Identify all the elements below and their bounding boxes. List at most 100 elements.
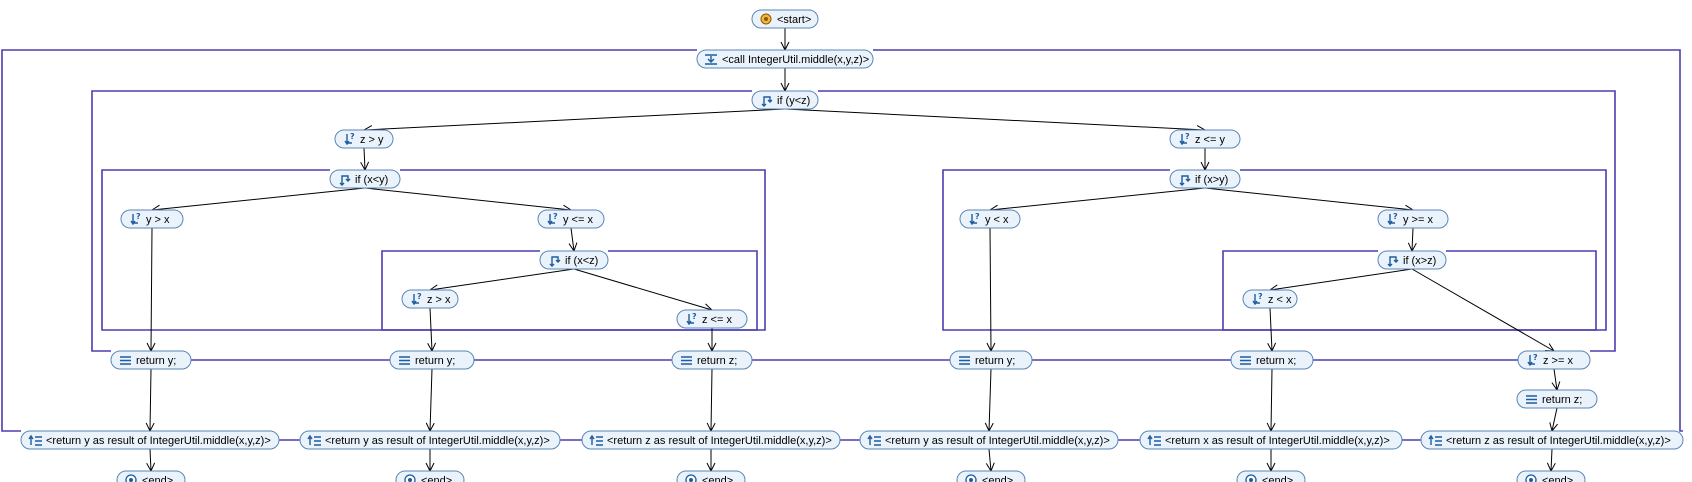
- svg-text:?: ?: [1393, 212, 1398, 221]
- node-box: [1230, 350, 1314, 370]
- flow-edge-cond_z_lt_x-to-ret5: [1270, 307, 1272, 351]
- node-label: <return y as result of IntegerUtil.middl…: [885, 435, 1110, 447]
- node-end1[interactable]: <end>: [116, 470, 186, 482]
- node-end4[interactable]: <end>: [956, 470, 1026, 482]
- flow-edge-if_x_lt_y-to-cond_y_le_x: [364, 187, 571, 210]
- node-if-y-lt-z[interactable]: if (y<z): [751, 90, 819, 110]
- branch-icon: [761, 96, 773, 107]
- node-if-x-gt-y[interactable]: if (x>y): [1169, 169, 1241, 189]
- node-ret2[interactable]: return y;: [389, 350, 475, 370]
- statement-icon: [681, 356, 692, 365]
- node-if-x-gt-z[interactable]: if (x>z): [1377, 250, 1447, 270]
- node-ret6[interactable]: return z;: [1516, 389, 1598, 409]
- node-cond-z-le-x[interactable]: ?z <= x: [676, 309, 748, 329]
- node-cond-z-lt-x[interactable]: ? z < x: [1242, 289, 1298, 309]
- node-cond-y-lt-x[interactable]: ?y < x: [959, 209, 1021, 229]
- end-icon: [1525, 474, 1537, 482]
- node-cond-y-le-x[interactable]: ? y <= x: [537, 209, 605, 229]
- edges-layer: [150, 28, 1557, 471]
- svg-text:?: ?: [417, 292, 422, 301]
- flow-edge-if_y_lt_z-to-cond_z_gt_y: [364, 108, 786, 130]
- flow-edge-ret4-to-res4: [989, 368, 991, 431]
- flow-edge-cond_y_ge_x-to-if_x_gt_z: [1412, 227, 1413, 251]
- node-cond-z-gt-y[interactable]: ?z > y: [334, 129, 394, 149]
- node-cond-z-gt-x[interactable]: ? z > x: [401, 289, 459, 309]
- return-icon: [867, 434, 881, 446]
- node-label: <end>: [1542, 475, 1573, 482]
- node-if-x-lt-y[interactable]: if (x<y): [329, 169, 401, 189]
- node-label: <return z as result of IntegerUtil.middl…: [607, 435, 832, 447]
- node-end6[interactable]: <end>: [1516, 470, 1586, 482]
- node-box: [1420, 430, 1684, 450]
- node-label: y >= x: [1403, 214, 1433, 226]
- statement-icon: [120, 356, 131, 365]
- node-label: z < x: [1268, 294, 1292, 306]
- end-icon: [685, 474, 697, 482]
- node-call[interactable]: <call IntegerUtil.middle(x,y,z)>: [696, 49, 874, 69]
- node-box: [676, 309, 748, 329]
- condition-icon: ?: [411, 292, 422, 306]
- node-box: [1169, 129, 1241, 149]
- node-box: [859, 430, 1119, 450]
- node-label: y <= x: [563, 214, 593, 226]
- node-res1[interactable]: <return y as result of IntegerUtil.middl…: [20, 430, 280, 450]
- node-box: [1169, 169, 1241, 189]
- flow-edge-cond_y_lt_x-to-ret4: [990, 227, 991, 351]
- node-label: y > x: [146, 214, 170, 226]
- node-label: <return z as result of IntegerUtil.middl…: [1446, 435, 1671, 447]
- node-res4[interactable]: <return y as result of IntegerUtil.middl…: [859, 430, 1119, 450]
- condition-icon: ?: [686, 312, 697, 326]
- nodes-layer: <start> <call IntegerUtil.middle(x,y,z)> i…: [20, 9, 1684, 482]
- condition-icon: ?: [1179, 132, 1190, 146]
- node-label: return y;: [975, 355, 1015, 367]
- node-cond-y-ge-x[interactable]: ? y >= x: [1377, 209, 1449, 229]
- end-icon: [965, 474, 977, 482]
- node-ret3[interactable]: return z;: [671, 350, 753, 370]
- svg-text:?: ?: [692, 312, 697, 321]
- node-res6[interactable]: <return z as result of IntegerUtil.middl…: [1420, 430, 1684, 450]
- node-cond-z-le-y[interactable]: ? z <= y: [1169, 129, 1241, 149]
- frame-if-x-gt-z: [1222, 250, 1597, 331]
- node-ret4[interactable]: return y;: [949, 350, 1033, 370]
- frames-layer: [1, 49, 1683, 441]
- svg-text:?: ?: [350, 132, 355, 141]
- node-cond-z-ge-x[interactable]: ?z >= x: [1517, 350, 1591, 370]
- node-ret5[interactable]: return x;: [1230, 350, 1314, 370]
- condition-icon: ?: [1527, 353, 1538, 367]
- node-cond-y-gt-x[interactable]: ? y > x: [120, 209, 184, 229]
- node-label: z > x: [427, 294, 451, 306]
- node-label: z <= y: [1195, 134, 1225, 146]
- outer-loop-frame: [1, 49, 1683, 432]
- end-icon: [125, 474, 137, 482]
- node-ret1[interactable]: return y;: [110, 350, 192, 370]
- branch-icon: [1179, 175, 1191, 186]
- statement-icon: [1240, 356, 1251, 365]
- flow-edge-cond_z_ge_x-to-ret6: [1554, 368, 1557, 390]
- flow-edge-ret2-to-res2: [430, 368, 432, 431]
- statement-icon: [399, 356, 410, 365]
- frame-if-x-lt-z: [381, 250, 758, 331]
- node-box: [299, 430, 561, 450]
- flow-edge-res1-to-end1: [150, 448, 151, 471]
- node-res3[interactable]: <return z as result of IntegerUtil.middl…: [581, 430, 841, 450]
- node-start[interactable]: <start>: [751, 9, 819, 29]
- condition-icon: ?: [1252, 292, 1263, 306]
- node-end2[interactable]: <end>: [395, 470, 465, 482]
- branch-icon: [549, 256, 561, 267]
- condition-icon: ?: [130, 212, 141, 226]
- condition-icon: ?: [547, 212, 558, 226]
- return-icon: [589, 434, 603, 446]
- node-label: if (y<z): [777, 95, 810, 107]
- node-label: return z;: [1542, 394, 1582, 406]
- node-end5[interactable]: <end>: [1236, 470, 1306, 482]
- start-icon: [760, 13, 772, 25]
- node-res2[interactable]: <return y as result of IntegerUtil.middl…: [299, 430, 561, 450]
- node-box: [1139, 430, 1403, 450]
- call-icon: [705, 54, 717, 65]
- node-res5[interactable]: <return x as result of IntegerUtil.middl…: [1139, 430, 1403, 450]
- branch-icon: [339, 175, 351, 186]
- flow-edge-cond_y_le_x-to-if_x_lt_z: [571, 227, 574, 251]
- node-if-x-lt-z[interactable]: if (x<z): [539, 250, 609, 270]
- node-end3[interactable]: <end>: [676, 470, 746, 482]
- node-label: if (x>y): [1195, 174, 1228, 186]
